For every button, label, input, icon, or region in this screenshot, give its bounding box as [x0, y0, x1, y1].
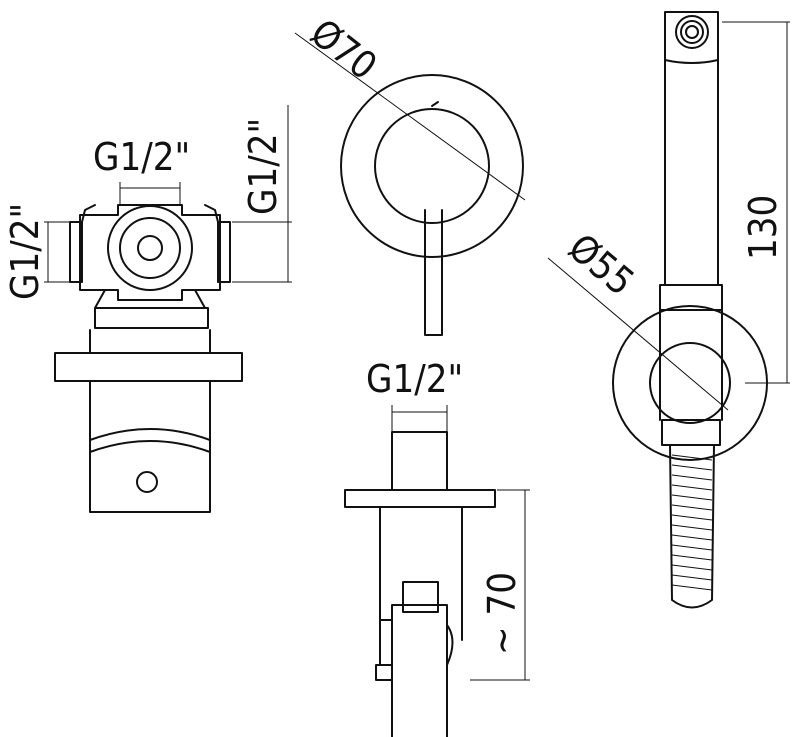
spray-head-inner: [680, 20, 704, 44]
label-g-half-center: G1/2": [366, 357, 463, 401]
top-port-inner: [137, 235, 163, 261]
body-legs: [94, 289, 206, 309]
left-port: [69, 221, 83, 283]
right-port-edge: [204, 204, 219, 223]
dim-diameter-70-line: [294, 32, 526, 201]
holder-cup: [649, 342, 731, 424]
body-sides: [379, 506, 463, 641]
hand-shower-view: Ø55 130: [547, 11, 790, 609]
dim-diameter-55-line: [547, 257, 729, 411]
dim-left-port: [44, 221, 70, 283]
shower-handle: [664, 11, 719, 286]
cartridge-side: [379, 619, 454, 666]
spray-head-outer: [675, 15, 709, 49]
lever-handle: [424, 209, 443, 336]
flange: [344, 489, 496, 508]
top-port-mid: [119, 217, 181, 279]
wall-plate: [54, 352, 243, 382]
label-height-130: 130: [741, 195, 785, 260]
cartridge-body: [391, 604, 448, 737]
handle-neck: [664, 59, 719, 64]
label-g-half-left: G1/2": [3, 203, 47, 300]
right-port: [217, 221, 231, 283]
front-view: Ø70: [294, 10, 526, 336]
dim-inlet: [391, 405, 448, 432]
hose-outline: [669, 444, 715, 609]
housing-curve: [89, 428, 211, 441]
lower-housing: [89, 329, 211, 513]
valve-body-view: G1/2" G1/2" G1/2": [3, 105, 292, 513]
label-approx-70: ~ 70: [480, 572, 524, 655]
valve-body: [79, 204, 221, 301]
holder-arm: [659, 309, 723, 421]
top-port-outer: [107, 205, 193, 291]
rosette-outer: [340, 74, 524, 258]
dim-top-port: [119, 182, 181, 206]
cartridge-top: [402, 581, 439, 613]
label-diameter-55: Ø55: [560, 225, 642, 304]
collar: [94, 307, 209, 329]
lever-mark: [431, 101, 439, 107]
side-view: G1/2" ~ 70: [344, 357, 530, 737]
rosette-inner: [374, 108, 490, 224]
spray-head-center: [685, 25, 699, 39]
label-g-half-right: G1/2": [241, 118, 285, 215]
housing-curve-2: [89, 440, 211, 453]
dim-right-port: [232, 105, 292, 283]
hose-coils: [671, 454, 713, 591]
label-g-half-top: G1/2": [93, 135, 190, 179]
label-diameter-70: Ø70: [302, 10, 385, 88]
dim-height-130: [722, 21, 790, 384]
small-nub: [375, 664, 393, 681]
holder-rosette: [612, 305, 768, 461]
hose-connector: [661, 419, 721, 446]
left-port-edge: [81, 204, 96, 223]
screw-hole: [136, 471, 158, 493]
inlet-stub: [391, 431, 448, 491]
dim-depth-70: [470, 489, 530, 681]
